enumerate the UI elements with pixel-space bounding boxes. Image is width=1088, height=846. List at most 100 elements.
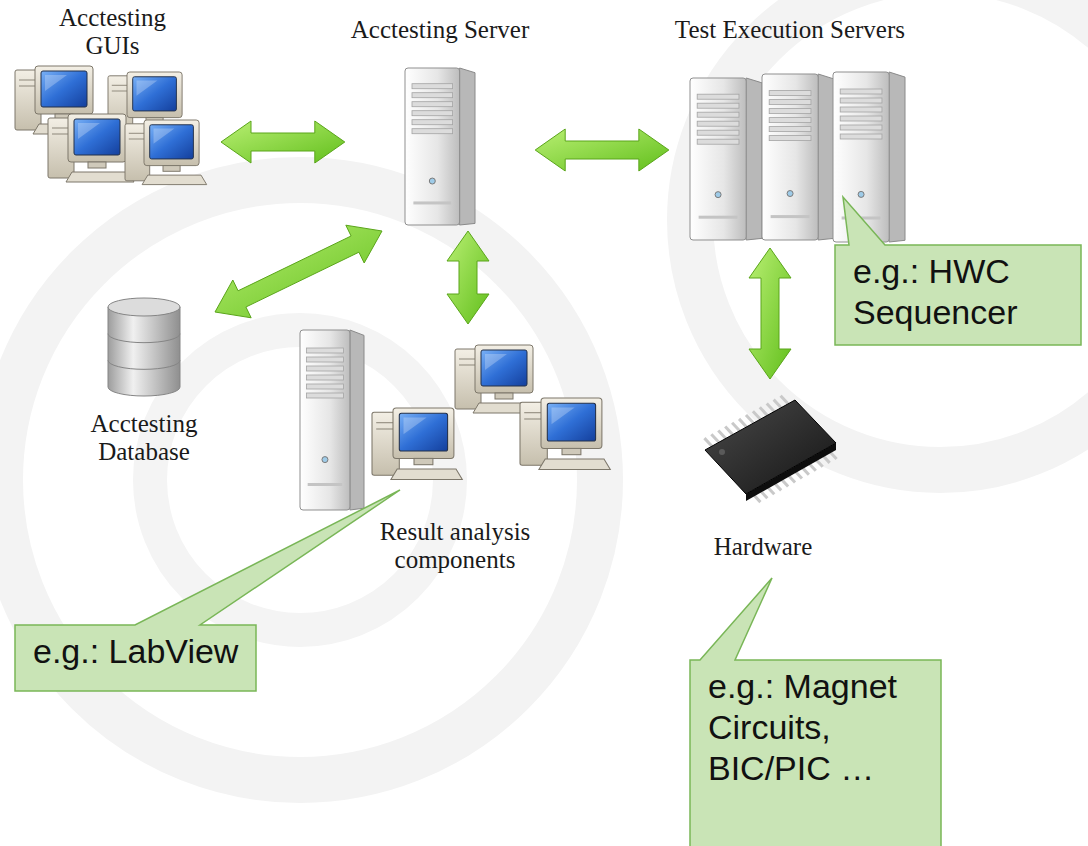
drive-bay	[769, 100, 811, 105]
chip-pin	[739, 419, 746, 427]
drive-bay	[306, 348, 343, 353]
callout-text: e.g.: HWC Sequencer	[853, 251, 1063, 333]
cylinder-band	[108, 360, 180, 369]
drive-bay	[840, 98, 882, 103]
icons	[15, 66, 905, 510]
screen	[74, 119, 120, 155]
drive-bay	[769, 109, 811, 114]
server-front	[762, 74, 818, 240]
screen	[133, 77, 177, 111]
drive-bay	[412, 120, 453, 125]
drive-bay	[697, 94, 739, 99]
chip-pin	[767, 403, 774, 411]
component: Hardware	[688, 385, 838, 561]
drive-slot	[459, 365, 477, 366]
power-button	[715, 192, 721, 198]
screen-glare	[137, 81, 158, 96]
drive-slot	[376, 422, 395, 423]
vent	[413, 201, 451, 204]
drive-bay	[306, 393, 343, 398]
keyboard	[391, 469, 462, 480]
drive-bay	[840, 125, 882, 130]
server-front	[690, 78, 746, 240]
drive-bay	[697, 103, 739, 108]
component-label: Hardware	[714, 533, 813, 561]
drive-slot	[129, 139, 146, 140]
microchip	[704, 396, 836, 502]
drive-bay	[306, 375, 343, 380]
drive-bay	[412, 102, 453, 107]
double-arrow	[447, 231, 489, 324]
drive-bay	[697, 139, 739, 144]
screen-glare	[404, 417, 427, 434]
screen-glare	[78, 123, 100, 139]
chip-pin	[732, 423, 739, 431]
callout-outline	[835, 197, 1081, 345]
monitor	[127, 72, 182, 118]
drive-bay	[412, 84, 453, 89]
keyboard	[539, 459, 610, 470]
screen	[150, 125, 194, 159]
chip-pin	[760, 407, 767, 415]
double-arrow	[215, 225, 382, 318]
server-tower	[833, 72, 905, 242]
drive-slot	[524, 412, 543, 413]
screen	[399, 413, 447, 451]
monitor-stand	[88, 162, 106, 168]
vent	[699, 216, 738, 219]
chip-pin	[704, 438, 711, 446]
desktop-computer	[48, 114, 134, 182]
monitor	[541, 398, 602, 448]
drive-bay	[412, 111, 453, 116]
drive-bay	[412, 93, 453, 98]
vent	[771, 215, 810, 218]
monitor	[475, 345, 533, 393]
desktop-computer	[520, 398, 610, 469]
monitor	[393, 408, 454, 458]
chip-pin	[718, 430, 725, 438]
chip-pin	[753, 411, 760, 419]
monitor-stand	[414, 458, 433, 464]
server-front	[405, 68, 460, 225]
server-side	[889, 72, 905, 242]
power-button	[322, 457, 328, 463]
chip-notch	[719, 449, 725, 455]
drive-bay	[412, 129, 453, 134]
server-side	[460, 68, 475, 225]
drive-bay	[840, 107, 882, 112]
callout-box: e.g.: LabView	[15, 625, 256, 691]
icon-slot	[300, 330, 610, 512]
screen	[481, 350, 527, 386]
monitor-stand	[495, 393, 513, 399]
monitor	[35, 66, 93, 114]
server-tower	[690, 78, 762, 240]
drive-slot	[19, 80, 37, 81]
icon-slot	[405, 68, 475, 225]
drive-bay	[840, 89, 882, 94]
watermark-ring	[0, 180, 600, 780]
keyboard	[66, 172, 134, 182]
double-arrow	[221, 121, 345, 163]
drive-slot	[52, 134, 70, 135]
drive-slot	[52, 128, 70, 129]
component: Acctesting GUIs	[10, 4, 215, 190]
server-side	[818, 74, 834, 240]
desktop-computer	[125, 120, 207, 185]
screen-glare	[45, 75, 67, 91]
drive-bay	[769, 91, 811, 96]
chip-body	[705, 400, 836, 494]
icon-slot	[10, 62, 215, 190]
drive-slot	[524, 418, 543, 419]
callout-box: e.g.: HWC Sequencer	[835, 245, 1081, 345]
chip-pin	[746, 415, 753, 423]
cylinder-band	[108, 334, 180, 343]
power-button	[787, 191, 793, 197]
power-button	[429, 178, 435, 184]
monitor	[68, 114, 126, 162]
component-label: Acctesting Server	[351, 16, 529, 44]
drive-slot	[459, 359, 477, 360]
server-front	[833, 72, 889, 242]
keyboard	[142, 175, 207, 185]
server-tower	[405, 68, 475, 225]
drive-bay	[306, 366, 343, 371]
